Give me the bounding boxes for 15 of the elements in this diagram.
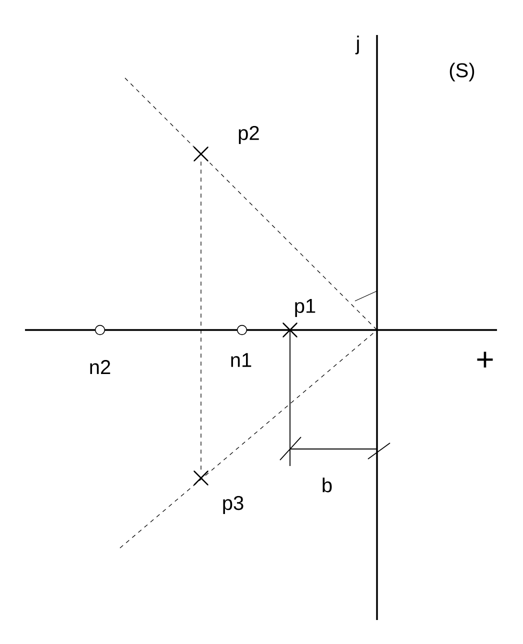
- point-label: p2: [238, 126, 259, 144]
- pole-mark: [194, 146, 208, 162]
- point-label: n1: [231, 353, 252, 367]
- dashed-line: [200, 161, 202, 471]
- plane-label: (S): [450, 62, 474, 82]
- dimension-label: b: [322, 478, 332, 492]
- point-label: n2: [90, 360, 110, 374]
- point-label: p1: [295, 299, 316, 317]
- zero-mark: [94, 324, 106, 336]
- point-label: p3: [223, 496, 244, 514]
- axis-label: j: [355, 36, 359, 54]
- sign-label: +: [477, 352, 493, 368]
- zero-mark: [236, 324, 248, 336]
- pole-mark: [282, 322, 298, 338]
- pole-mark: [194, 470, 208, 486]
